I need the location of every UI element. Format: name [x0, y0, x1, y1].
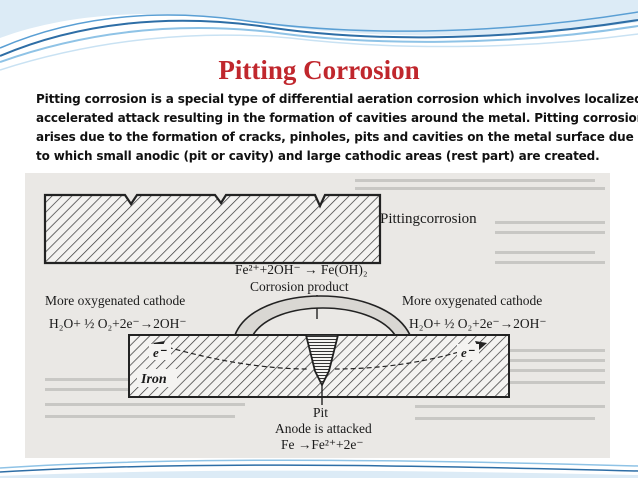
right-cathode-equation: H₂O+ ½ O₂+2e⁻→2OH⁻: [409, 316, 547, 331]
slide-title: Pitting Corrosion: [218, 55, 420, 85]
footer-wave-decoration: [0, 459, 638, 478]
left-electron-label: e⁻: [153, 345, 168, 360]
right-cathode-label: More oxygenated cathode: [402, 293, 542, 308]
header-wave-decoration: [0, 0, 638, 71]
body-line: Pitting corrosion is a special type of d…: [36, 92, 638, 106]
electron-flow-left: [159, 344, 310, 370]
body-line: to which small anodic (pit or cavity) an…: [36, 149, 600, 163]
iron-label: Iron: [140, 372, 167, 387]
body-line: arises due to the formation of cracks, p…: [36, 130, 634, 144]
slide-body-paragraph: Pitting corrosion is a special type of d…: [36, 90, 638, 166]
right-electron-label: e⁻: [461, 345, 476, 360]
pit-label: Pit: [313, 405, 328, 420]
corrosion-product-label: Corrosion product: [250, 279, 349, 294]
figure-top-caption: Pittingcorrosion: [380, 211, 477, 227]
body-line: accelerated attack resulting in the form…: [36, 111, 638, 125]
anode-label: Anode is attacked: [275, 421, 372, 436]
metal-plate-top: [43, 193, 382, 265]
pit-cavity: [304, 334, 340, 388]
anode-equation: Fe →Fe²⁺+2e⁻: [281, 437, 364, 452]
pitting-corrosion-diagram: Pittingcorrosion Fe²⁺+2OH⁻ → Fe(OH)₂ Cor…: [25, 173, 610, 458]
reaction-equation: Fe²⁺+2OH⁻ → Fe(OH)₂: [235, 262, 368, 277]
left-cathode-label: More oxygenated cathode: [45, 293, 185, 308]
left-cathode-equation: H₂O+ ½ O₂+2e⁻→2OH⁻: [49, 316, 187, 331]
